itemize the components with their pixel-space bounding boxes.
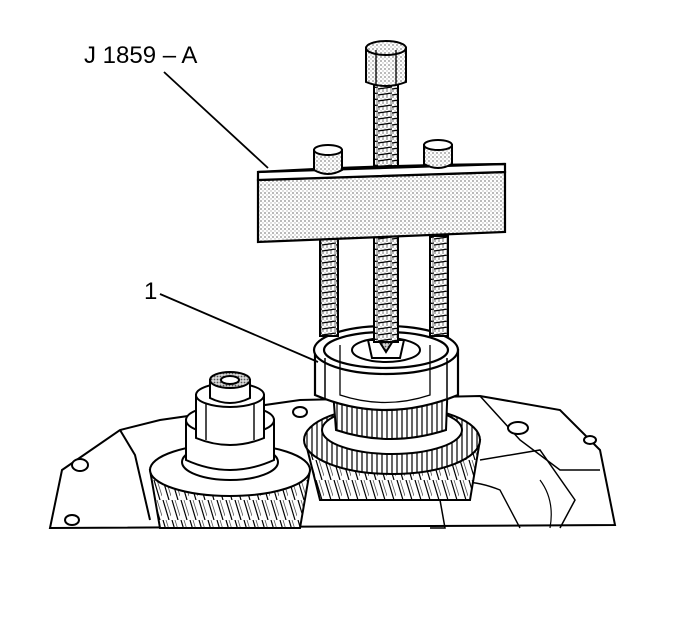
part-callout-label: 1: [144, 278, 158, 305]
bolt-nuts: [313, 139, 453, 175]
center-screw-icon: [351, 335, 421, 363]
puller-tool-icon: [256, 162, 507, 244]
leader-lines: [159, 71, 319, 363]
nut-icon: [185, 371, 275, 471]
tool-callout-label: J 1859 – A: [84, 42, 198, 69]
